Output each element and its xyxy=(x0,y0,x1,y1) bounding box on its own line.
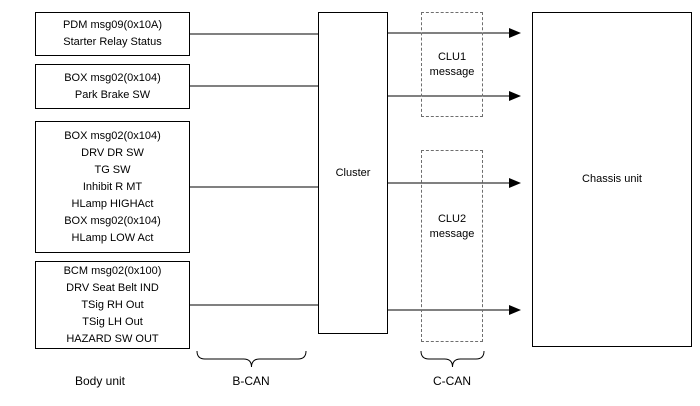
body-box-switches: BOX msg02(0x104) DRV DR SW TG SW Inhibit… xyxy=(35,121,190,253)
clu1-message-box: CLU1 message xyxy=(421,12,483,117)
box-text-line: HLamp LOW Act xyxy=(71,231,154,244)
box-text-line: BOX msg02(0x104) xyxy=(64,71,161,84)
box-text-line: BOX msg02(0x104) xyxy=(64,129,161,142)
box-text-line: TG SW xyxy=(94,163,131,176)
body-box-park-brake: BOX msg02(0x104) Park Brake SW xyxy=(35,64,190,109)
box-text-line: Starter Relay Status xyxy=(63,36,162,48)
chassis-unit-box: Chassis unit xyxy=(532,12,692,347)
box-text-line: Inhibit R MT xyxy=(82,180,143,193)
box-text-line: DRV Seat Belt IND xyxy=(66,281,159,294)
box-text-line: PDM msg09(0x10A) xyxy=(62,19,163,31)
box-text-line: DRV DR SW xyxy=(81,146,144,159)
c-can-label: C-CAN xyxy=(433,374,471,388)
b-can-label: B-CAN xyxy=(232,374,270,388)
cluster-label: Cluster xyxy=(335,166,371,179)
box-text-line: Park Brake SW xyxy=(74,88,151,101)
clu2-message-label: CLU2 message xyxy=(429,213,475,240)
box-text-line: BCM msg02(0x100) xyxy=(63,264,162,277)
chassis-unit-label: Chassis unit xyxy=(582,173,642,185)
box-text-line: HLamp HIGHAct xyxy=(71,197,154,210)
body-box-pdm: PDM msg09(0x10A) Starter Relay Status xyxy=(35,12,190,56)
clu2-message-box: CLU2 message xyxy=(421,150,483,342)
box-text-line: BOX msg02(0x104) xyxy=(64,214,161,227)
cluster-box: Cluster xyxy=(318,12,388,334)
box-text-line: TSig LH Out xyxy=(82,315,143,328)
body-unit-label: Body unit xyxy=(74,374,126,388)
clu1-message-label: CLU1 message xyxy=(429,50,475,78)
bcan-brace xyxy=(196,350,307,368)
box-text-line: TSig RH Out xyxy=(81,298,144,311)
box-text-line: HAZARD SW OUT xyxy=(66,332,159,345)
body-box-bcm: BCM msg02(0x100) DRV Seat Belt IND TSig … xyxy=(35,261,190,349)
ccan-brace xyxy=(420,350,485,368)
